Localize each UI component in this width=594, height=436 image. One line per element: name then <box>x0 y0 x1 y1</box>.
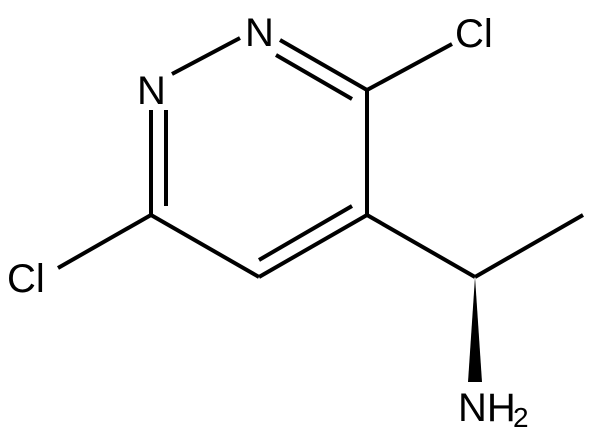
bond-c4-c5 <box>258 213 368 279</box>
atom-n2-label: N <box>245 11 274 55</box>
bond-c3-cl <box>366 42 453 92</box>
atom-cl-left-label: Cl <box>7 257 45 301</box>
atom-cl-top-label: Cl <box>455 12 493 56</box>
bond-c4-chiral <box>366 213 476 279</box>
wedge-bond-amine <box>468 277 482 382</box>
bond-chiral-methyl <box>474 213 584 279</box>
atom-n1-label: N <box>137 69 166 113</box>
bond-n2-c3 <box>279 38 368 92</box>
bond-c6-cl <box>57 213 152 270</box>
bond-n2-c3-inner <box>274 53 354 101</box>
atom-amine-subscript: 2 <box>513 402 529 433</box>
atom-amine-label: NH <box>458 386 516 430</box>
bond-c5-c6 <box>150 213 260 279</box>
bond-n1-n2 <box>171 36 241 76</box>
bond-c4-c5-inner <box>257 204 354 262</box>
